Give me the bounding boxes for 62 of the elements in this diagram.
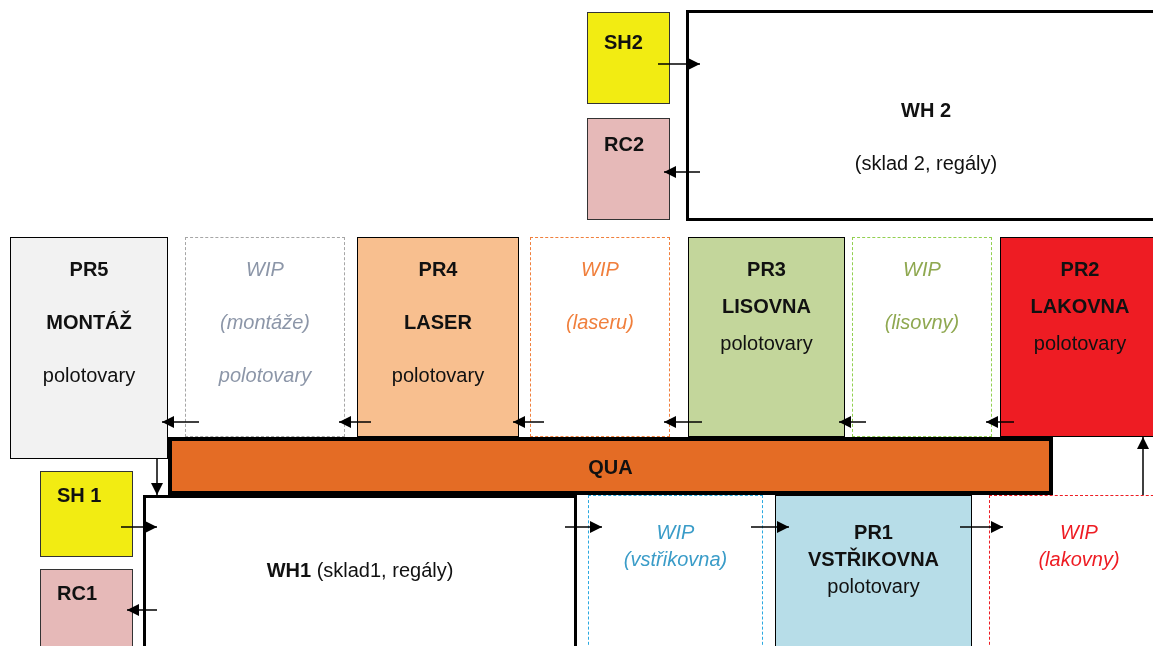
- area-label: MONTÁŽ: [46, 311, 132, 334]
- arrow: [985, 416, 1015, 428]
- area-label: (laseru): [566, 311, 634, 334]
- arrow: [663, 416, 703, 428]
- arrow: [512, 416, 545, 428]
- wip-zone: [588, 495, 763, 646]
- area-label: polotovary: [720, 332, 813, 355]
- arrow: [126, 604, 158, 616]
- area-label: (vstřikovna): [623, 548, 728, 571]
- wip-zone: [989, 495, 1153, 646]
- production-area: [1000, 237, 1153, 437]
- area-label: LISOVNA: [722, 295, 811, 318]
- arrow: [1137, 436, 1149, 496]
- arrow: [151, 458, 163, 496]
- production-area: [688, 237, 845, 437]
- area-label: PR4: [418, 258, 458, 281]
- area-label: (lisovny): [884, 311, 960, 334]
- area-label: WIP: [903, 258, 941, 281]
- area-label: SH2: [604, 31, 643, 54]
- production-area: [10, 237, 168, 459]
- arrow: [120, 521, 158, 533]
- area-label: SH 1: [57, 484, 102, 507]
- area-label: RC1: [57, 582, 97, 605]
- area-label: PR3: [747, 258, 786, 281]
- arrow: [657, 58, 701, 70]
- arrow: [564, 521, 603, 533]
- arrow: [161, 416, 200, 428]
- area-label: polotovary: [218, 364, 312, 387]
- station-box: [587, 12, 670, 104]
- area-label: PR1: [854, 521, 893, 544]
- area-label: polotovary: [391, 364, 485, 387]
- area-label: PR5: [69, 258, 109, 281]
- area-label: WH1 (sklad1, regály): [266, 559, 454, 582]
- arrow: [838, 416, 867, 428]
- area-label: WH 2: [901, 99, 951, 122]
- area-label: PR2: [1060, 258, 1100, 281]
- area-label: LAKOVNA: [1030, 295, 1130, 318]
- arrow: [750, 521, 790, 533]
- area-label: polotovary: [827, 575, 920, 598]
- area-label: WIP: [246, 258, 284, 281]
- production-area: [775, 495, 972, 646]
- production-area: [357, 237, 519, 437]
- area-label: QUA: [588, 456, 633, 479]
- area-label: (montáže): [220, 311, 310, 334]
- station-box: [587, 118, 670, 220]
- area-label: WIP: [1060, 521, 1098, 544]
- quality-bar: [168, 437, 1053, 495]
- area-label: (sklad 2, regály): [854, 152, 998, 175]
- area-label: LASER: [404, 311, 472, 334]
- area-label: polotovary: [1033, 332, 1127, 355]
- arrow: [959, 521, 1004, 533]
- station-box: [40, 471, 133, 557]
- warehouse-area: [143, 495, 577, 646]
- area-label: polotovary: [42, 364, 136, 387]
- warehouse-area: [686, 10, 1153, 221]
- station-box: [40, 569, 133, 646]
- area-label: RC2: [604, 133, 644, 156]
- area-label: WIP: [656, 521, 695, 544]
- area-label: WIP: [581, 258, 619, 281]
- area-label: VSTŘIKOVNA: [807, 548, 940, 571]
- arrow: [663, 166, 701, 178]
- area-label: (lakovny): [1038, 548, 1120, 571]
